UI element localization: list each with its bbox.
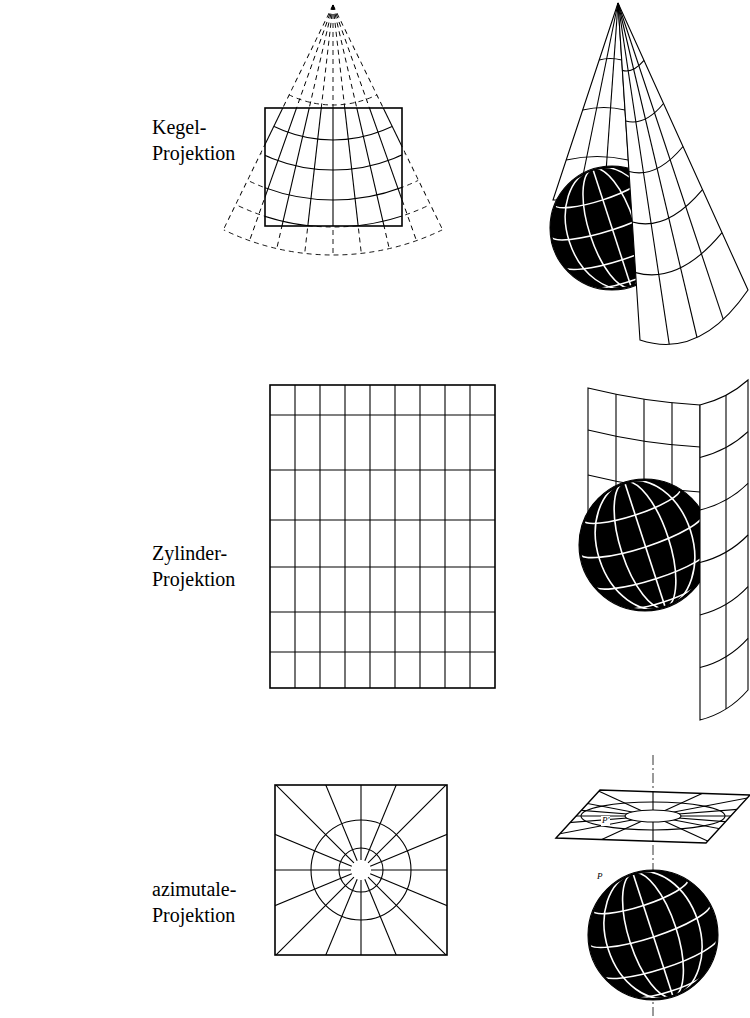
point-label: P' [601, 816, 610, 826]
cylinder-globe [563, 380, 748, 720]
projection-label: Kegel- Projektion [152, 114, 267, 166]
point-label: P [596, 872, 604, 882]
cylinder-map [270, 385, 495, 688]
cone-map [83, 0, 583, 255]
projection-label: azimutale- Projektion [152, 876, 267, 928]
azimuthal-map [131, 640, 591, 1018]
azimuthal-globe [453, 755, 750, 1017]
cone-globe [535, 3, 748, 344]
projection-label: Zylinder- Projektion [152, 540, 267, 592]
